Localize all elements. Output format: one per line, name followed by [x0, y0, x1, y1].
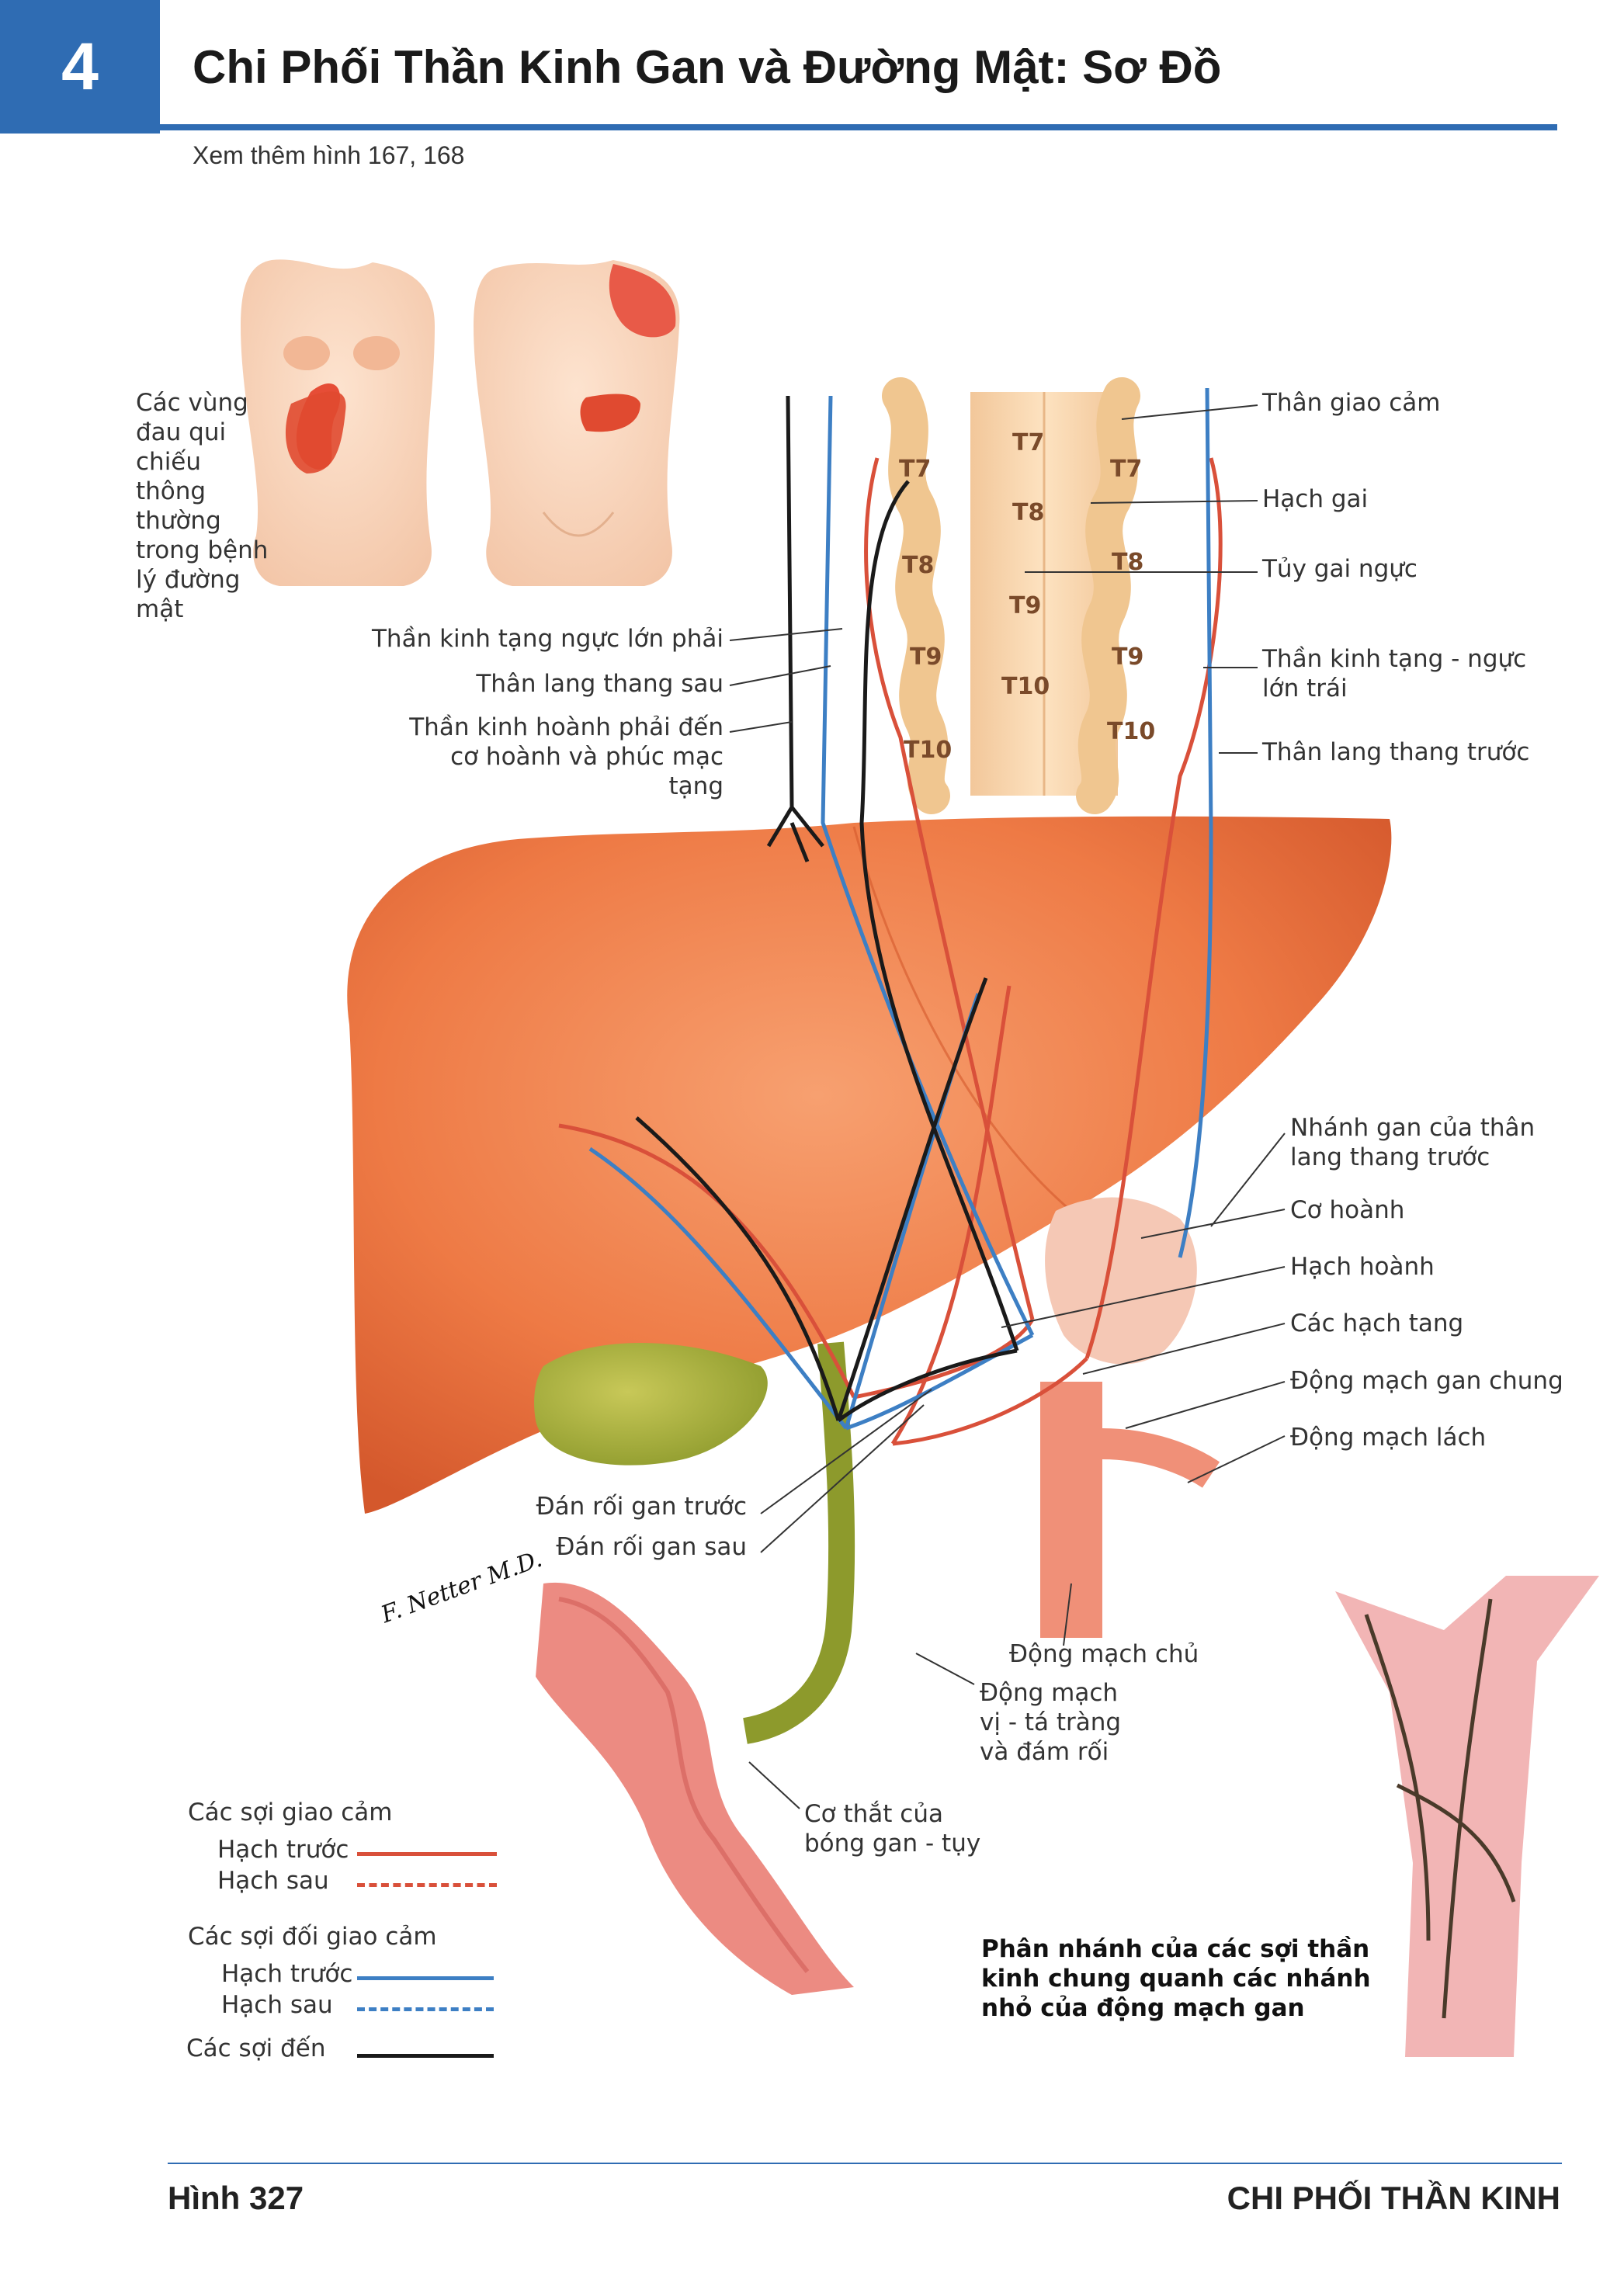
legend-sympathetic-pre: Hạch trước [217, 1836, 349, 1864]
gallbladder [534, 1343, 768, 1466]
liver [347, 816, 1392, 1514]
label-anterior-hepatic-plexus: Đán rối gan trước [536, 1493, 747, 1521]
vertebra-right-t8: T8 [1112, 549, 1144, 576]
legend-parasympathetic-pre: Hạch trước [221, 1960, 353, 1988]
legend-parasympathetic-title: Các sợi đối giao cảm [188, 1923, 437, 1951]
leader-lines [729, 404, 1286, 1809]
label-branching-caption: Phân nhánh của các sợi thần kinh chung q… [981, 1935, 1371, 2022]
label-pain-zones: Các vùng đau qui chiếu thông thường tron… [136, 389, 269, 623]
legend-parasympathetic-pre-swatch [357, 1976, 494, 1980]
label-hepatic-branch-vagus: Nhánh gan của thân lang thang trước [1290, 1114, 1536, 1171]
see-also-text: Xem thêm hình 167, 168 [193, 141, 465, 169]
label-common-hepatic-artery: Động mạch gan chung [1290, 1367, 1563, 1395]
label-left-greater-splanchnic: Thần kinh tạng - ngực lớn trái [1262, 645, 1527, 702]
label-diaphragm: Cơ hoành [1290, 1196, 1405, 1224]
back-torso-figure [474, 260, 680, 586]
label-celiac-ganglia: Các hạch tang [1290, 1310, 1464, 1337]
label-aorta: Động mạch chủ [1009, 1640, 1199, 1668]
vertebra-left-t8: T8 [902, 552, 935, 579]
section-name: CHI PHỐI THẦN KINH [1227, 2180, 1560, 2216]
vertebra-right-t7: T7 [1110, 456, 1143, 483]
title-divider [160, 124, 1557, 130]
bile-duct [742, 1341, 855, 1744]
parasympathetic-fibers [588, 387, 1213, 1431]
spinal-column [882, 377, 1140, 814]
label-spinal-ganglion: Hạch gai [1262, 485, 1369, 513]
label-splenic-artery: Động mạch lách [1290, 1424, 1487, 1452]
label-sphincter: Cơ thắt của bóng gan - tụy [804, 1800, 981, 1858]
legend-parasympathetic-post: Hạch sau [221, 1991, 333, 2019]
chapter-number-tab: 4 [0, 0, 160, 134]
vertebra-right-t9: T9 [1112, 643, 1144, 671]
legend-sympathetic-pre-swatch [357, 1852, 497, 1856]
page-title: Chi Phối Thần Kinh Gan và Đường Mật: Sơ … [193, 41, 1222, 93]
legend-afferent: Các sợi đến [186, 2035, 326, 2062]
label-sympathetic-trunk: Thân giao cảm [1262, 389, 1441, 417]
vertebra-left-t9: T9 [910, 643, 942, 671]
figure-number: Hình 327 [168, 2180, 304, 2216]
legend-sympathetic-title: Các sợi giao cảm [188, 1799, 393, 1826]
vertebra-left-t7: T7 [899, 456, 932, 483]
legend-afferent-swatch [357, 2054, 494, 2058]
vertebra-center-t8: T8 [1012, 499, 1045, 526]
legend-sympathetic-post-swatch [357, 1883, 497, 1887]
front-torso-figure [241, 259, 435, 586]
label-right-phrenic: Thần kinh hoành phải đến cơ hoành và phú… [409, 713, 724, 800]
vertebra-center-t7: T7 [1012, 429, 1045, 456]
label-posterior-hepatic-plexus: Đán rối gan sau [556, 1533, 747, 1561]
label-gastroduodenal-artery: Động mạch vị - tá tràng và đám rối [980, 1679, 1122, 1766]
vertebra-right-t10: T10 [1107, 718, 1156, 745]
label-posterior-vagal-trunk: Thân lang thang sau [476, 670, 724, 698]
arteriole-detail [1335, 1576, 1599, 2057]
aorta-vessel [1040, 1382, 1102, 1638]
afferent-fibers [635, 395, 1019, 1423]
vertebra-center-t9: T9 [1009, 592, 1042, 619]
label-anterior-vagal-trunk: Thân lang thang trước [1262, 738, 1530, 766]
vertebra-left-t10: T10 [904, 737, 953, 764]
footer-divider [168, 2163, 1562, 2164]
legend-parasympathetic-post-swatch [357, 2007, 494, 2011]
legend-sympathetic-post: Hạch sau [217, 1867, 329, 1895]
diaphragm-area [1045, 1197, 1197, 1365]
label-right-greater-splanchnic: Thần kinh tạng ngực lớn phải [371, 625, 724, 653]
duodenum [536, 1582, 854, 1995]
vertebra-center-t10: T10 [1001, 673, 1050, 700]
label-phrenic-ganglion: Hạch hoành [1290, 1253, 1435, 1281]
chapter-number: 4 [61, 29, 99, 104]
label-thoracic-cord: Tủy gai ngực [1262, 555, 1418, 583]
